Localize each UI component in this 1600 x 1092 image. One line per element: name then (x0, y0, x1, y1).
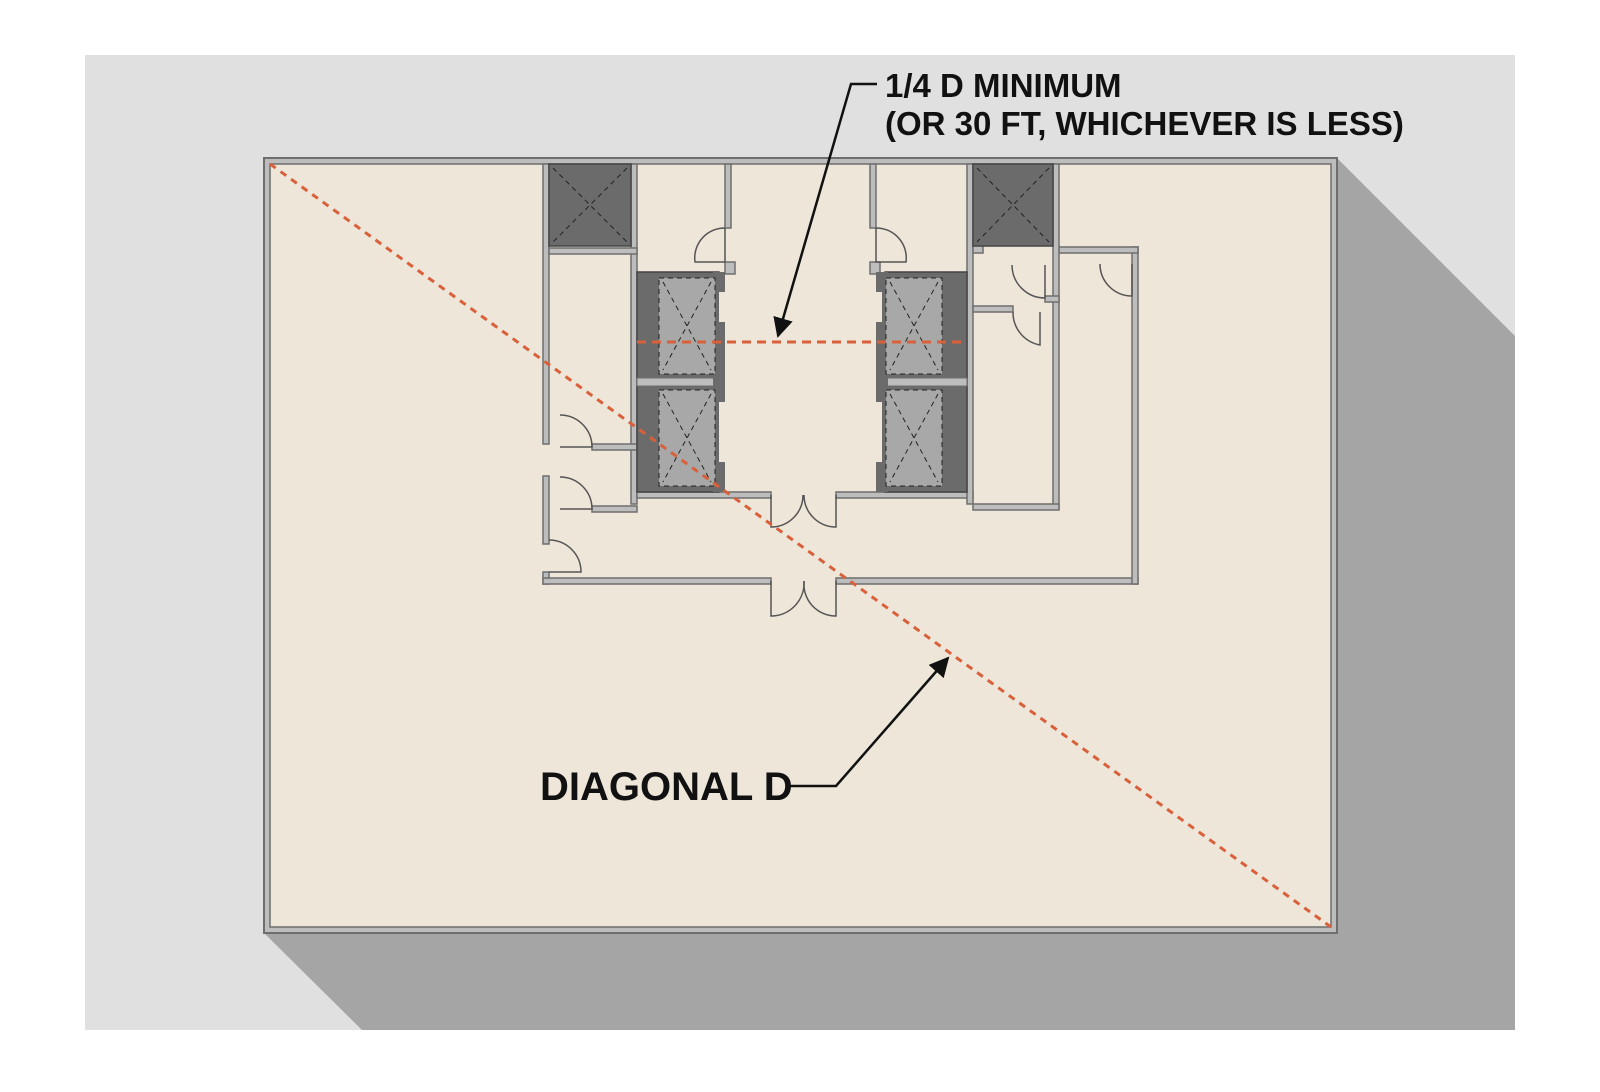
elevator-icon (658, 389, 716, 487)
elevator-bank-right (876, 271, 968, 493)
door-swing-icon (803, 494, 837, 528)
diagonal-leader-arrow (790, 656, 950, 788)
door-swing-icon (693, 227, 726, 263)
stair-shaft-left (548, 163, 632, 247)
door-swing-icon (1011, 264, 1046, 299)
separation-leader-arrow (773, 82, 877, 338)
building-shadow (264, 158, 1515, 1030)
separation-label-line2: (OR 30 FT, WHICHEVER IS LESS) (885, 105, 1404, 142)
elevator-icon (658, 277, 716, 375)
elevator-icon (885, 389, 943, 487)
door-swing-icon (548, 539, 582, 573)
elevator-bank-left (636, 271, 725, 493)
elevator-icon (885, 277, 943, 375)
separation-label-line1: 1/4 D MINIMUM (885, 67, 1122, 104)
stair-shaft-right (972, 163, 1054, 247)
door-swing-icon (770, 494, 804, 528)
diagonal-d-line (269, 162, 1332, 929)
door-swing-icon (875, 227, 908, 263)
door-swing-icon (803, 580, 837, 617)
door-swing-icon (1099, 263, 1133, 297)
door-swing-icon (559, 414, 593, 448)
door-swing-icon (1012, 311, 1041, 346)
doors (548, 227, 1133, 617)
diagonal-label: DIAGONAL D (540, 765, 793, 809)
door-swing-icon (559, 476, 593, 510)
